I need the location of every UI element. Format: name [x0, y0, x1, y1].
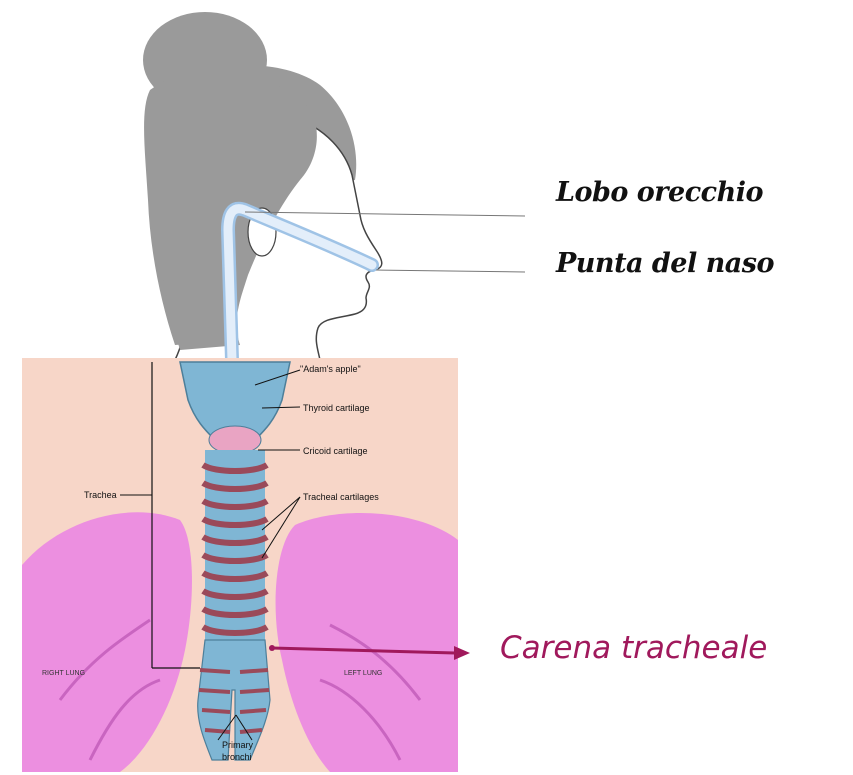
cricoid: [209, 426, 261, 454]
nose-label: Punta del naso: [556, 248, 774, 279]
carina-label: Carena tracheale: [500, 630, 767, 666]
carina-arrow-head: [454, 646, 470, 660]
primary-bronchi-label-1: Primary: [222, 740, 253, 750]
nose-leader-line: [376, 270, 525, 272]
cricoid-label: Cricoid cartilage: [303, 446, 368, 456]
carina-arrow-tail: [269, 645, 275, 651]
primary-bronchi-label-2: bronchi: [222, 752, 252, 762]
left-lung-label: LEFT LUNG: [344, 670, 382, 677]
ear-label: Lobo orecchio: [556, 177, 763, 208]
tracheal-cartilages-label: Tracheal cartilages: [303, 492, 379, 502]
thyroid-label: Thyroid cartilage: [303, 403, 370, 413]
adams-apple-label: "Adam's apple": [300, 364, 361, 374]
head-illustration: [143, 12, 525, 360]
trachea-label: Trachea: [84, 490, 117, 500]
anatomy-panel: "Adam's apple" Thyroid cartilage Cricoid…: [22, 358, 458, 772]
trachea-body: [205, 450, 265, 650]
right-lung-label: RIGHT LUNG: [42, 670, 85, 677]
